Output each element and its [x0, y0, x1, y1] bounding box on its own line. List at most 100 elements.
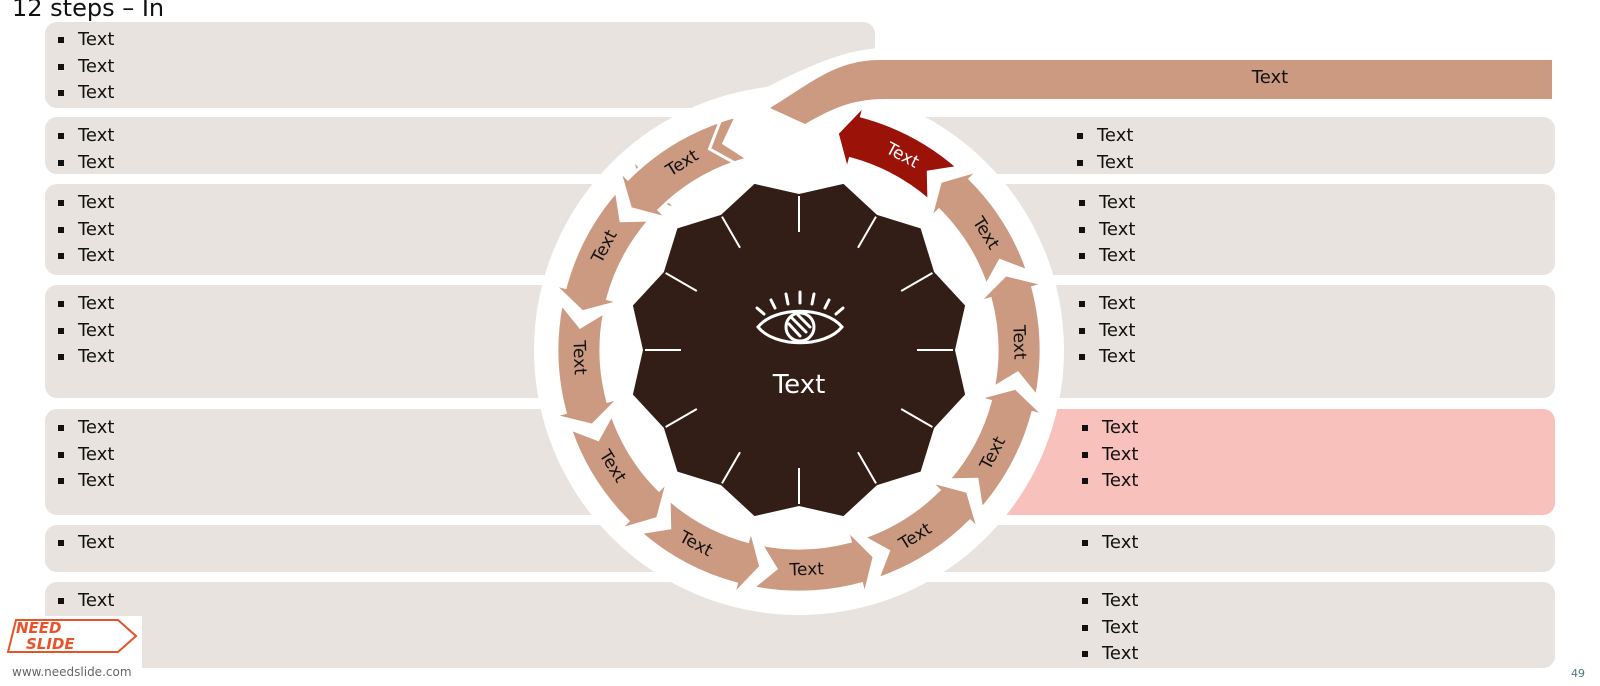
bullet-item: Text — [1082, 641, 1138, 668]
logo-mark: NEED SLIDE — [6, 619, 138, 653]
bullet-item: Text — [1082, 415, 1138, 442]
bullet-item: Text — [1082, 615, 1138, 642]
center-shape — [632, 183, 966, 517]
step-arrow-label-7: Text — [788, 559, 824, 580]
center-cuts — [645, 196, 953, 504]
left-panel-3-bg — [45, 184, 665, 275]
bullet-item: Text — [58, 442, 114, 469]
step-arrow-7 — [749, 524, 876, 596]
bullet-item: Text — [58, 190, 114, 217]
left-panel-1-bg — [45, 22, 875, 108]
left-panel-6-bg — [45, 525, 775, 572]
bullet-item: Text — [58, 588, 114, 615]
step-arrow-2 — [835, 103, 962, 204]
left-panel-6: Text — [58, 530, 114, 557]
center-cut-line — [900, 272, 933, 292]
bullet-item: Text — [58, 530, 114, 557]
logo-arrow-outline — [6, 619, 138, 653]
step-arrow-label-4: Text — [1008, 324, 1029, 360]
bullet-item: Text — [1077, 123, 1133, 150]
step-arrow-11 — [552, 187, 653, 314]
page-number: 49 — [1571, 667, 1585, 680]
bullet-item: Text — [58, 80, 114, 107]
center-cut-line — [857, 451, 877, 484]
bullet-item: Text — [58, 217, 114, 244]
logo-url: www.needslide.com — [12, 665, 132, 679]
right-panel-4-bg — [960, 409, 1555, 515]
panel-backgrounds — [45, 22, 1555, 668]
center-cut-line — [665, 272, 698, 292]
bullet-item: Text — [1082, 442, 1138, 469]
center-label: Text — [772, 370, 826, 400]
bullet-item: Text — [58, 123, 114, 150]
bullet-item: Text — [1077, 150, 1133, 177]
step-arrow-label-10: Text — [568, 339, 589, 375]
bullet-item: Text — [1079, 243, 1135, 270]
right-panel-5-list: Text — [1082, 530, 1138, 557]
bullet-item: Text — [1079, 217, 1135, 244]
logo-line1: NEED — [16, 619, 62, 637]
step-arrow-4 — [973, 273, 1045, 400]
bullet-item: Text — [58, 54, 114, 81]
right-panel-3-bg — [980, 285, 1555, 398]
top-banner-label: Text — [1251, 67, 1288, 88]
step-arrow-5 — [945, 386, 1046, 513]
center-cut-line — [721, 451, 741, 484]
step-arrow-10 — [553, 300, 625, 427]
step-arrow-8 — [636, 496, 763, 597]
right-panel-1-bg — [880, 117, 1555, 174]
bullet-item: Text — [1079, 344, 1135, 371]
bullet-item: Text — [58, 468, 114, 495]
top-banner — [770, 60, 1552, 124]
left-panel-7-list: Text — [58, 588, 114, 615]
center-cut-line — [900, 408, 933, 428]
needslide-logo: NEED SLIDE www.needslide.com — [0, 616, 142, 686]
logo-line2: SLIDE — [26, 635, 75, 653]
bullet-item: Text — [58, 318, 114, 345]
center-cut-line — [721, 216, 741, 249]
left-panel-2-bg — [45, 117, 725, 174]
center-cut-line — [857, 216, 877, 249]
left-panel-5-bg — [45, 409, 645, 515]
bullet-item: Text — [58, 415, 114, 442]
bullet-item: Text — [58, 150, 114, 177]
right-panel-5-bg — [860, 525, 1555, 572]
bullet-item: Text — [1082, 530, 1138, 557]
bullet-item: Text — [1079, 318, 1135, 345]
bullet-item: Text — [1079, 291, 1135, 318]
step-arrow-12 — [617, 118, 739, 222]
bullet-item: Text — [1082, 588, 1138, 615]
cycle-arrows: TextTextTextTextTextTextTextTextTextText… — [552, 103, 1046, 597]
right-panel-5: Text — [1082, 530, 1138, 557]
bullet-item: Text — [58, 243, 114, 270]
step-arrow-9 — [567, 410, 671, 532]
left-panel-7: Text — [58, 588, 114, 615]
bullet-item: Text — [1079, 190, 1135, 217]
eye-icon — [755, 290, 845, 345]
step-arrow-6 — [859, 478, 981, 582]
right-panel-2-bg — [940, 184, 1555, 275]
slide-title: 12 steps – In — [12, 0, 165, 22]
left-panel-4-bg — [45, 285, 625, 398]
step-arrow-3 — [927, 168, 1031, 290]
bullet-item: Text — [58, 291, 114, 318]
bottom-panel-bg — [45, 582, 1555, 668]
bullet-item: Text — [1082, 468, 1138, 495]
